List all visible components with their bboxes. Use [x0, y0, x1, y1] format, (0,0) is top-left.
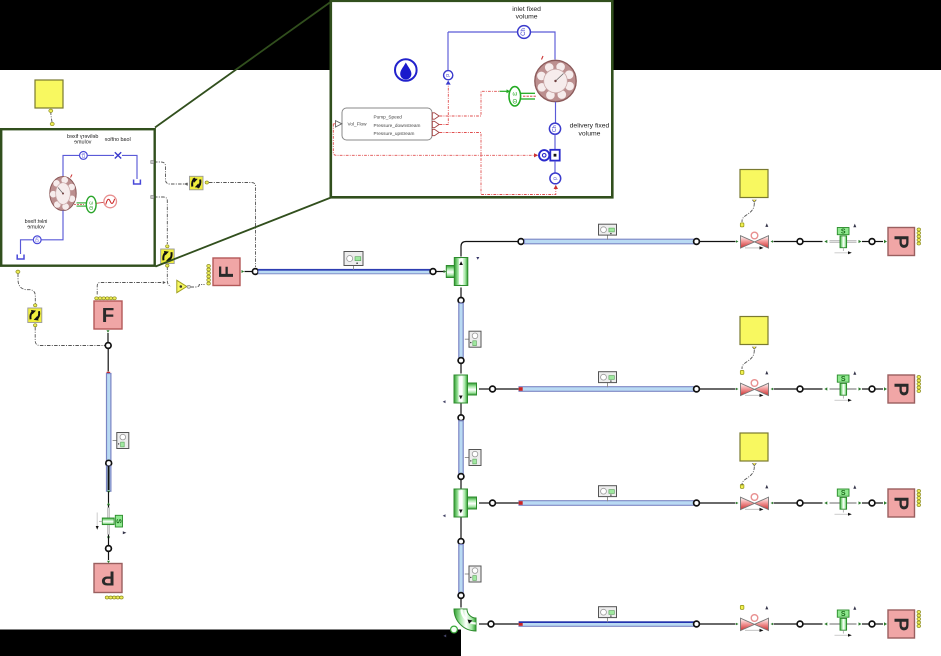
- svg-text:p: p: [445, 74, 451, 77]
- svg-text:Ch: Ch: [35, 236, 40, 242]
- svg-text:Vol_Flow: Vol_Flow: [348, 121, 368, 126]
- svg-text:volume: volume: [516, 14, 538, 21]
- svg-text:P: P: [890, 235, 913, 249]
- svg-text:P: P: [890, 496, 913, 510]
- svg-text:Pressure_downstream: Pressure_downstream: [374, 123, 421, 128]
- svg-text:inlet fixed: inlet fixed: [512, 6, 541, 13]
- svg-text:Θ: Θ: [89, 206, 93, 212]
- svg-text:ω: ω: [89, 200, 93, 206]
- svg-text:volume: volume: [74, 140, 91, 146]
- svg-text:p: p: [552, 177, 558, 180]
- svg-text:volume: volume: [579, 131, 601, 138]
- svg-text:P: P: [890, 617, 913, 631]
- svg-text:delivery fixed: delivery fixed: [67, 134, 98, 140]
- svg-text:Θ: Θ: [512, 99, 517, 105]
- svg-text:load orifice: load orifice: [105, 137, 131, 143]
- svg-text:Ch: Ch: [521, 28, 527, 36]
- svg-text:P: P: [101, 567, 115, 590]
- svg-text:P: P: [890, 382, 913, 396]
- svg-text:F: F: [215, 266, 238, 279]
- svg-text:F: F: [102, 304, 115, 327]
- svg-text:inlet fixed: inlet fixed: [25, 219, 48, 225]
- svg-text:Ch: Ch: [552, 125, 558, 132]
- svg-text:Pump_Speed: Pump_Speed: [374, 115, 403, 120]
- svg-text:Pressure_upstream: Pressure_upstream: [374, 131, 415, 136]
- svg-text:Ch: Ch: [81, 152, 86, 158]
- svg-text:volume: volume: [27, 225, 44, 231]
- svg-text:delivery fixed: delivery fixed: [570, 123, 610, 130]
- svg-text:ω: ω: [512, 92, 517, 98]
